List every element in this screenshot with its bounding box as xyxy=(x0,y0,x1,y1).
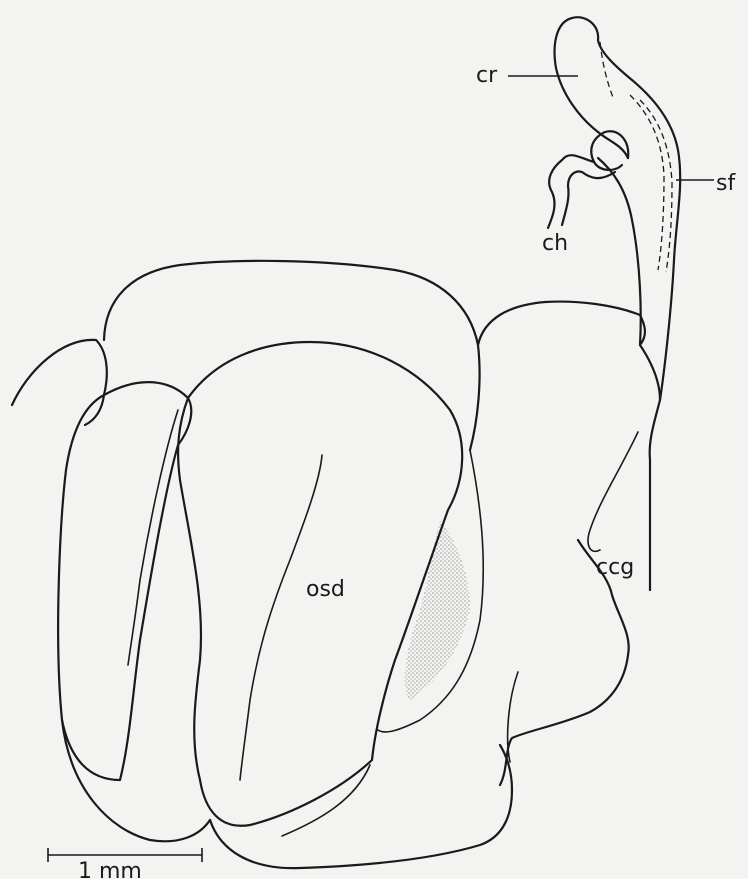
label-sf: sf xyxy=(716,171,736,196)
osd-inner-fold xyxy=(240,455,322,780)
sf-dashed-line-2 xyxy=(640,100,672,272)
label-osd: osd xyxy=(306,577,345,602)
right-body-outline xyxy=(478,302,660,590)
label-ch: ch xyxy=(542,231,568,256)
label-cr: cr xyxy=(476,63,498,88)
duct-outline-left xyxy=(598,158,641,345)
left-small-lobe-outline xyxy=(12,340,107,425)
left-lobe-fold xyxy=(128,410,178,665)
left-lobe-outline xyxy=(58,382,191,780)
duct-outline-right xyxy=(598,40,680,400)
upper-lobe-outline xyxy=(104,261,480,450)
bottom-fold-left xyxy=(62,720,210,841)
scale-bar: 1 mm xyxy=(48,848,202,879)
cr-bulb-outline xyxy=(555,17,628,158)
bottom-fold-base xyxy=(210,745,512,868)
bottom-inner-fold xyxy=(282,765,370,836)
ch-tube-outline xyxy=(548,155,594,228)
ch-tube-outline-inner xyxy=(562,172,615,225)
label-ccg: ccg xyxy=(596,555,634,580)
dense-stipple-shading xyxy=(405,520,470,700)
ccg-inner-curve xyxy=(588,432,638,551)
scale-bar-label: 1 mm xyxy=(78,859,142,879)
